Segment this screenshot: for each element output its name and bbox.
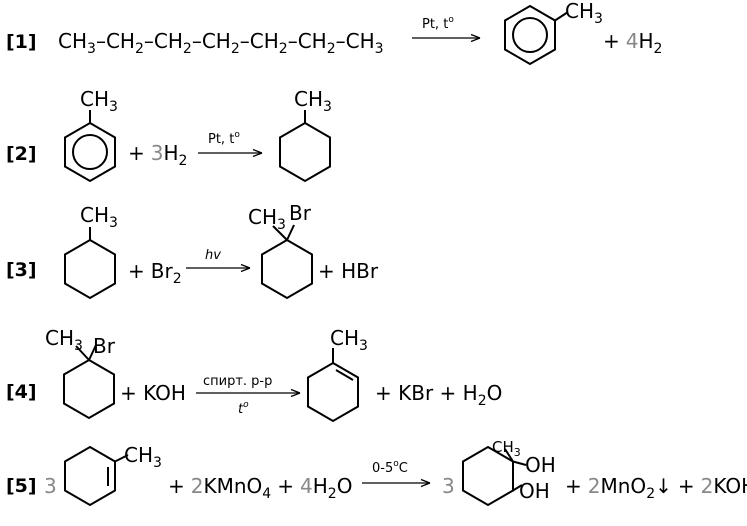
reaction-5: [5] 3 CH3 +2KMnO4+4H2O 0-5oC 3 CH3 OH OH… xyxy=(6,438,747,507)
bromine-reagent: +Br2 xyxy=(128,259,182,287)
bromo-methylcyclohexane-structure xyxy=(261,224,313,300)
reactant-coefficient: 3 xyxy=(44,474,57,498)
reaction-1-label: [1] xyxy=(6,31,37,53)
arrow-1-condition: Pt, to xyxy=(422,15,454,32)
reaction-1: [1] CH3–CH2–CH2–CH2–CH2–CH2–CH3 Pt, to C… xyxy=(6,0,662,66)
methylcyclohexanediol-structure xyxy=(462,445,527,507)
reaction-3-label: [3] xyxy=(6,259,37,281)
reaction-arrow-1 xyxy=(412,33,481,43)
heptane-formula: CH3–CH2–CH2–CH2–CH2–CH2–CH3 xyxy=(58,29,384,57)
methyl-label: CH3 xyxy=(248,205,286,233)
reaction-arrow-3 xyxy=(186,263,251,273)
permanganate-water-reagents: +2KMnO4+4H2O xyxy=(168,474,352,502)
koh-reagent: + KOH xyxy=(120,381,186,405)
reaction-4-label: [4] xyxy=(6,381,37,403)
methylcyclohexane-structure xyxy=(64,227,116,300)
arrow-4-condition: спирт. р-р xyxy=(203,374,272,389)
arrow-5-condition: 0-5oC xyxy=(372,459,408,476)
toluene-methyl-label: CH3 xyxy=(565,0,603,27)
methylcyclohexane-structure xyxy=(279,110,331,183)
methylcyclohexene-structure xyxy=(64,445,129,507)
hydrogen-byproduct: +4H2 xyxy=(603,29,662,57)
bromo-label: Br xyxy=(93,334,116,358)
methyl-label: CH3 xyxy=(330,326,368,354)
hbr-byproduct: + HBr xyxy=(318,259,379,283)
toluene-structure xyxy=(504,4,569,66)
methyl-label: CH3 xyxy=(294,87,332,115)
reaction-arrow-2 xyxy=(198,148,263,158)
reaction-3: [3] CH3 +Br2 hv CH3 Br + HBr xyxy=(6,201,379,300)
methyl-label: CH3 xyxy=(45,326,83,354)
reaction-arrow-5 xyxy=(362,478,431,488)
reaction-arrow-4 xyxy=(196,388,301,398)
methyl-label: CH3 xyxy=(80,203,118,231)
product-coefficient: 3 xyxy=(442,474,455,498)
toluene-structure xyxy=(64,110,116,183)
reaction-4: [4] CH3 Br + KOH спирт. р-р to CH3 + KBr… xyxy=(6,326,502,423)
bromo-methylcyclohexane-structure xyxy=(63,344,115,420)
arrow-4-temperature: to xyxy=(238,400,249,417)
reaction-5-label: [5] xyxy=(6,475,37,497)
kbr-water-byproducts: + KBr + H2O xyxy=(375,381,502,409)
hydrogen-reagent: +3H2 xyxy=(128,141,187,169)
methyl-label: CH3 xyxy=(492,438,521,459)
reaction-2: [2] CH3 +3H2 Pt, to CH3 xyxy=(6,87,332,183)
manganese-dioxide-koh-byproducts: +2MnO2↓+2KOH xyxy=(565,474,747,502)
hydroxyl-label-1: OH xyxy=(525,453,556,477)
methylcyclohexene-structure xyxy=(307,348,359,423)
methyl-label: CH3 xyxy=(124,443,162,471)
arrow-2-condition: Pt, to xyxy=(208,130,240,147)
hydroxyl-label-2: OH xyxy=(519,479,550,503)
toluene-methyl-label: CH3 xyxy=(80,87,118,115)
reaction-2-label: [2] xyxy=(6,143,37,165)
bromo-label: Br xyxy=(289,201,312,225)
arrow-3-condition: hv xyxy=(205,248,221,263)
